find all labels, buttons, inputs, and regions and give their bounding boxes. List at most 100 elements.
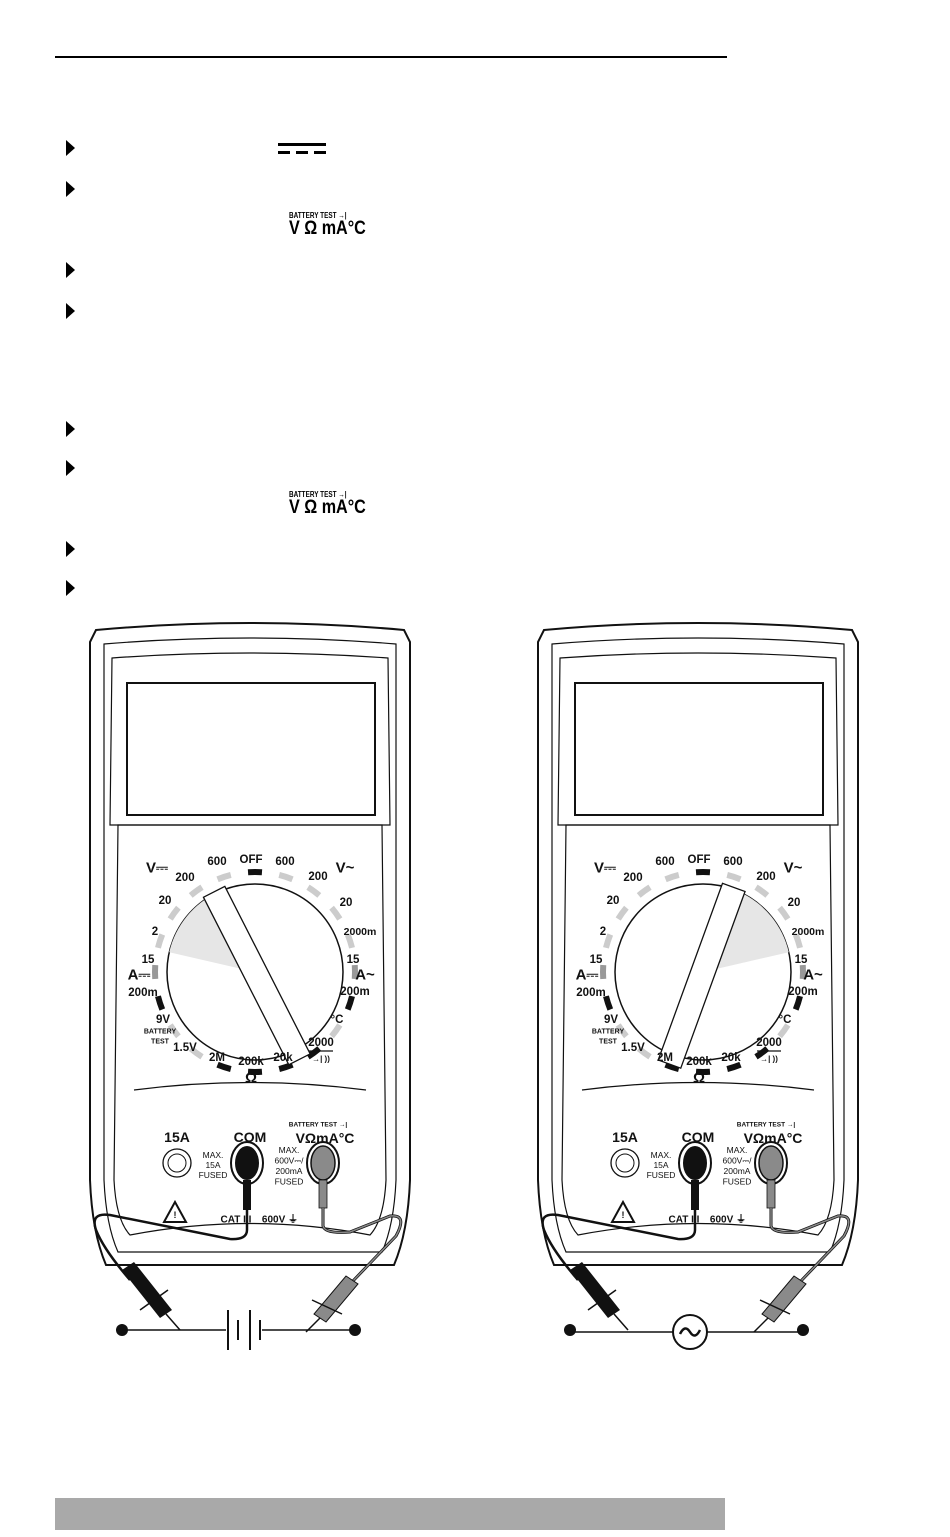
warning-triangle-icon: [162, 1199, 188, 1223]
bullet-icon: [66, 262, 75, 278]
dial-label-19: 600: [655, 856, 674, 868]
dial-tick: [216, 1061, 232, 1072]
a15-rating-text: MAX.: [651, 1150, 672, 1160]
dial-label-12: 1.5V: [621, 1042, 645, 1054]
dial-label-2: 200: [308, 871, 327, 883]
dial-tick: [167, 905, 181, 921]
dial-label-9: 20k: [721, 1052, 741, 1064]
com-plug-stem: [243, 1180, 251, 1210]
aac-label: A~: [803, 967, 823, 984]
dial-tick: [155, 995, 166, 1011]
bullet-icon: [66, 541, 75, 557]
lcd-display: [574, 682, 824, 816]
dial-label-3: 20: [788, 897, 801, 909]
dial-tick: [216, 872, 232, 883]
battery-test-text: BATTERY TEST: [289, 211, 337, 220]
vdc-label: V⎓: [594, 860, 616, 877]
vohm-plug-stem: [318, 1179, 328, 1209]
dial-label-0: OFF: [240, 854, 263, 866]
dc-voltage-icon: [278, 143, 326, 155]
dial-tick: [792, 933, 803, 949]
dial-tick: [615, 1023, 629, 1039]
battery-test-text: BATTERY TEST: [289, 490, 337, 499]
dial-label-10: 200k: [238, 1056, 264, 1068]
diode-continuity-icon: →| )): [312, 1055, 330, 1064]
vohm-rating-text: FUSED: [723, 1177, 752, 1187]
dial-tick: [664, 1061, 680, 1072]
dial-label-1: 600: [723, 856, 742, 868]
jack-battery-test-label: BATTERY TEST →|: [737, 1122, 796, 1129]
dial-label-5: 15: [347, 954, 360, 966]
battery-test-label: BATTERY: [592, 1029, 625, 1036]
dial-tick: [155, 933, 166, 949]
warning-exclamation: !: [622, 1210, 625, 1220]
dial-tick: [754, 884, 770, 898]
front-panel: [561, 824, 835, 1236]
dial-label-4: 2000m: [792, 926, 825, 938]
dial-label-4: 2000m: [344, 926, 377, 938]
voltage-rating: 600V ⏚: [262, 1214, 298, 1226]
front-panel: [113, 824, 387, 1236]
dial-tick: [754, 1046, 770, 1060]
dial-label-19: 600: [207, 856, 226, 868]
display-bezel: [109, 652, 391, 826]
dial-label-8: 2000: [308, 1037, 334, 1049]
black-probe-tip: [613, 1313, 629, 1331]
header-rule: [55, 56, 727, 58]
dial-label-2: 200: [756, 871, 775, 883]
dial-label-13: 9V: [156, 1014, 170, 1026]
vohm-rating-text: FUSED: [275, 1177, 304, 1187]
dial-label-10: 200k: [686, 1056, 712, 1068]
vohm-plug-stem: [766, 1179, 776, 1209]
dial-label-8: 2000: [756, 1037, 782, 1049]
vohm-rating-text: 200mA: [724, 1166, 751, 1176]
diode-icon: →|: [338, 490, 347, 499]
dial-tick: [329, 905, 343, 921]
red-test-lead-core: [770, 1208, 850, 1283]
dial-tick: [278, 872, 294, 883]
com-plug: [683, 1146, 707, 1180]
dial-tick: [306, 1046, 322, 1060]
battery-test-label: TEST: [151, 1039, 170, 1046]
dial-tick: [726, 1061, 742, 1072]
dial-pointer: [202, 885, 312, 1066]
com-plug: [235, 1146, 259, 1180]
black-probe: [122, 1262, 172, 1318]
display-bezel: [557, 652, 839, 826]
dial-label-11: 2M: [657, 1052, 673, 1064]
vohm-plug: [758, 1145, 784, 1181]
diode-icon: →|: [338, 211, 347, 220]
dial-label-0: OFF: [688, 854, 711, 866]
adc-label: A⎓: [128, 967, 151, 984]
dial-label-6: 200m: [340, 986, 369, 998]
dial-tick: [344, 995, 355, 1011]
vac-label: V~: [336, 860, 355, 877]
meter-inner-outline: [551, 637, 845, 1253]
dial-label-16: 2: [152, 926, 158, 938]
vohm-rating-text: 200mA: [276, 1166, 303, 1176]
dial-label-18: 200: [623, 872, 642, 884]
warning-triangle-icon: [610, 1199, 636, 1223]
dial-label-16: 2: [600, 926, 606, 938]
vohm-rating-text: 600V⎓/: [275, 1156, 305, 1166]
dial-tick: [306, 884, 322, 898]
dial-label-17: 20: [159, 895, 172, 907]
dial-tick: [329, 1023, 343, 1039]
sine-wave-icon: [678, 1327, 702, 1337]
dial-label-1: 600: [275, 856, 294, 868]
dial-tick: [188, 884, 204, 898]
a15-rating-text: 15A: [205, 1160, 220, 1170]
dial-label-9: 20k: [273, 1052, 293, 1064]
cat-rating: CAT III: [221, 1215, 252, 1226]
red-probe-tip: [753, 1317, 769, 1333]
dial-tick: [603, 995, 614, 1011]
dial-tick: [664, 872, 680, 883]
dial-pointer: [657, 882, 746, 1070]
jack-15a-label: 15A: [164, 1129, 190, 1145]
dial-label-3: 20: [340, 897, 353, 909]
cat-rating: CAT III: [669, 1215, 700, 1226]
battery-test-label: TEST: [599, 1039, 618, 1046]
jack-vohm-label: VΩmA°C: [744, 1130, 803, 1146]
